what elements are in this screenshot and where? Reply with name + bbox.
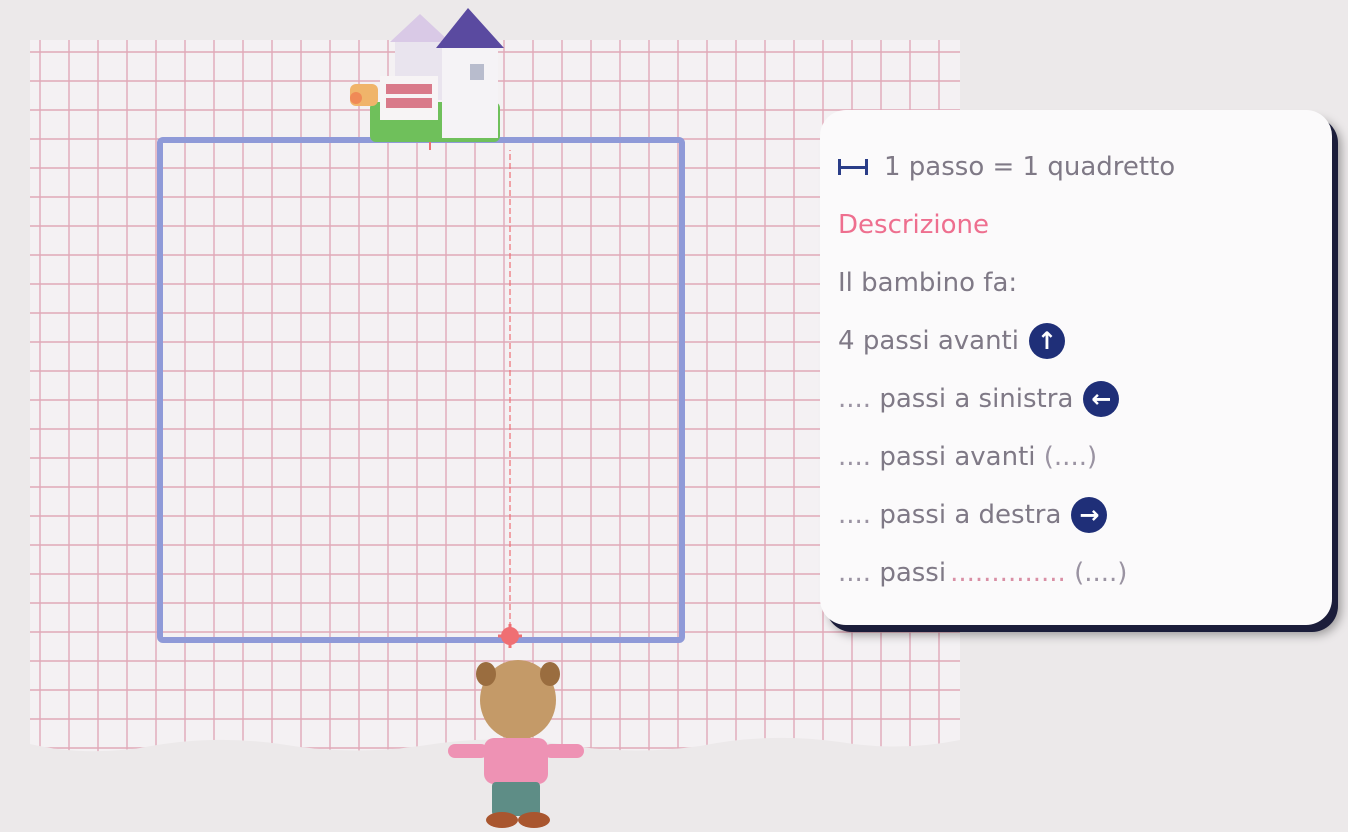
description-title-text: Descrizione	[838, 210, 990, 240]
house-icon	[350, 8, 504, 142]
step-row-5: .... passi .............. (....)	[838, 544, 1332, 602]
scale-icon	[838, 159, 868, 175]
direction-blank[interactable]: (....)	[1043, 442, 1098, 472]
arrow-left-icon: ←	[1083, 381, 1120, 417]
start-star-icon	[498, 624, 522, 648]
step-count-blank[interactable]: ....	[838, 442, 872, 472]
instruction-card: 1 passo = 1 quadretto Descrizione Il bam…	[820, 110, 1332, 625]
step-text: passi avanti	[879, 442, 1036, 472]
intro-text: Il bambino fa:	[838, 268, 1018, 298]
step-row-2: .... passi a sinistra ←	[838, 370, 1332, 428]
step-count-blank[interactable]: ....	[838, 384, 872, 414]
step-count-blank[interactable]: ....	[838, 500, 872, 530]
scale-line: 1 passo = 1 quadretto	[838, 138, 1332, 196]
step-row-1: 4 passi avanti ↑	[838, 312, 1332, 370]
arrow-up-icon: ↑	[1028, 323, 1065, 359]
direction-text-blank[interactable]: ..............	[950, 558, 1066, 588]
step-text: passi	[879, 558, 947, 588]
step-text: passi avanti	[862, 326, 1019, 356]
arrow-right-icon: →	[1071, 497, 1108, 533]
step-text: passi a sinistra	[879, 384, 1074, 414]
scale-text: 1 passo = 1 quadretto	[884, 152, 1176, 182]
step-count-blank[interactable]: ....	[838, 558, 872, 588]
child-figure-icon	[448, 660, 584, 828]
step-row-4: .... passi a destra →	[838, 486, 1332, 544]
intro-line: Il bambino fa:	[838, 254, 1332, 312]
step-count[interactable]: 4	[838, 326, 855, 356]
step-row-3: .... passi avanti (....)	[838, 428, 1332, 486]
description-title: Descrizione	[838, 196, 1332, 254]
direction-blank[interactable]: (....)	[1074, 558, 1128, 588]
step-text: passi a destra	[879, 500, 1062, 530]
